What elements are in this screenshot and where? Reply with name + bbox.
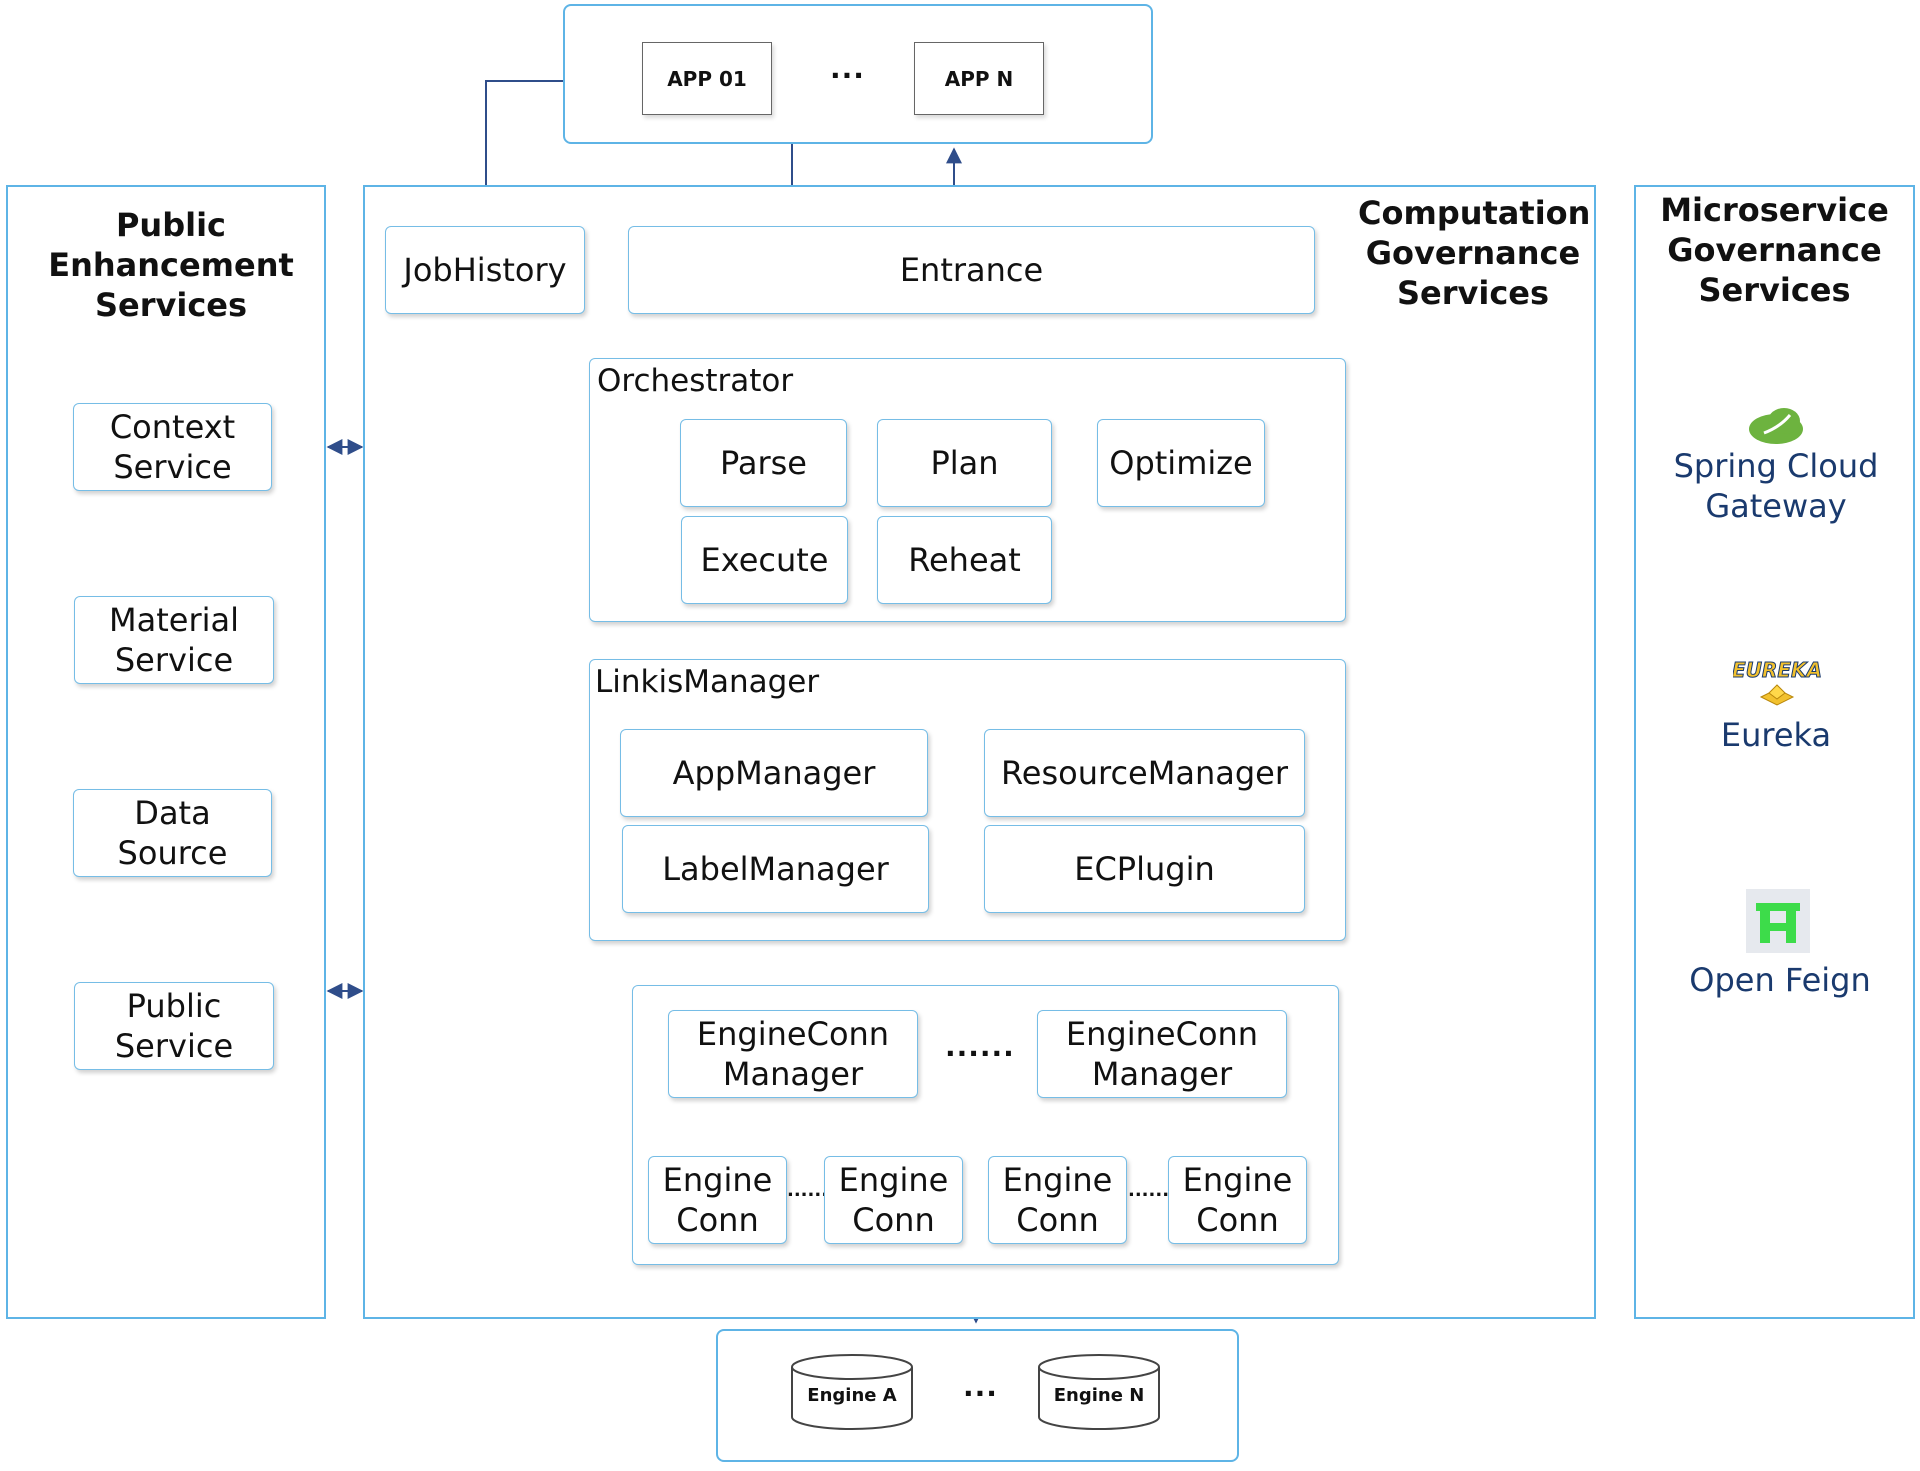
svg-text:EUREKA: EUREKA (1733, 658, 1821, 682)
public-service-box[interactable]: Public Service (74, 982, 274, 1070)
engine-n-label: Engine N (1053, 1385, 1145, 1406)
ecplugin-box[interactable]: ECPlugin (984, 825, 1305, 913)
data-source-box[interactable]: Data Source (73, 789, 272, 877)
material-service-box[interactable]: Material Service (74, 596, 274, 684)
spring-leaf-icon (1749, 408, 1803, 444)
public-enhancement-title: Public Enhancement Services (48, 206, 294, 324)
context-service-box[interactable]: Context Service (73, 403, 272, 491)
linkismanager-label: LinkisManager (595, 664, 820, 700)
microservice-governance-panel (1634, 185, 1915, 1319)
engineconn-2[interactable]: Engine Conn (824, 1156, 963, 1244)
engineconn-ellipsis-2: ...... (1128, 1180, 1170, 1201)
computation-governance-title: Computation Governance Services (1358, 194, 1591, 312)
appmanager-box[interactable]: AppManager (620, 729, 928, 817)
engineconn-3[interactable]: Engine Conn (988, 1156, 1127, 1244)
jobhistory-box[interactable]: JobHistory (385, 226, 585, 314)
apps-ellipsis: ... (830, 52, 865, 85)
engineconn-manager-1[interactable]: EngineConn Manager (668, 1010, 918, 1098)
engine-a-cylinder-icon (791, 1354, 913, 1430)
engine-n-cylinder-icon (1038, 1354, 1160, 1430)
eureka-logo-icon: EUREKA (1733, 658, 1821, 706)
labelmanager-box[interactable]: LabelManager (622, 825, 929, 913)
reheat-box[interactable]: Reheat (877, 516, 1052, 604)
eureka-label: Eureka (1720, 716, 1832, 754)
resourcemanager-box[interactable]: ResourceManager (984, 729, 1305, 817)
open-feign-label: Open Feign (1689, 961, 1871, 999)
app-n-box[interactable]: APP N (914, 42, 1044, 115)
orchestrator-label: Orchestrator (597, 363, 794, 399)
engine-a-label: Engine A (807, 1385, 897, 1406)
execute-box[interactable]: Execute (681, 516, 848, 604)
engineconn-1[interactable]: Engine Conn (648, 1156, 787, 1244)
engineconn-ellipsis-1: ...... (787, 1180, 829, 1201)
parse-box[interactable]: Parse (680, 419, 847, 507)
plan-box[interactable]: Plan (877, 419, 1052, 507)
engines-ellipsis: ... (963, 1370, 998, 1403)
engineconn-4[interactable]: Engine Conn (1168, 1156, 1307, 1244)
optimize-box[interactable]: Optimize (1097, 419, 1265, 507)
ecm-ellipsis: ...... (945, 1030, 1015, 1063)
entrance-box[interactable]: Entrance (628, 226, 1315, 314)
feign-logo-icon (1746, 889, 1810, 953)
spring-cloud-gateway-label: Spring Cloud Gateway (1673, 447, 1879, 525)
public-enhancement-panel (6, 185, 326, 1319)
engineconn-manager-2[interactable]: EngineConn Manager (1037, 1010, 1287, 1098)
app-01-box[interactable]: APP 01 (642, 42, 772, 115)
microservice-governance-title: Microservice Governance Services (1660, 191, 1889, 309)
